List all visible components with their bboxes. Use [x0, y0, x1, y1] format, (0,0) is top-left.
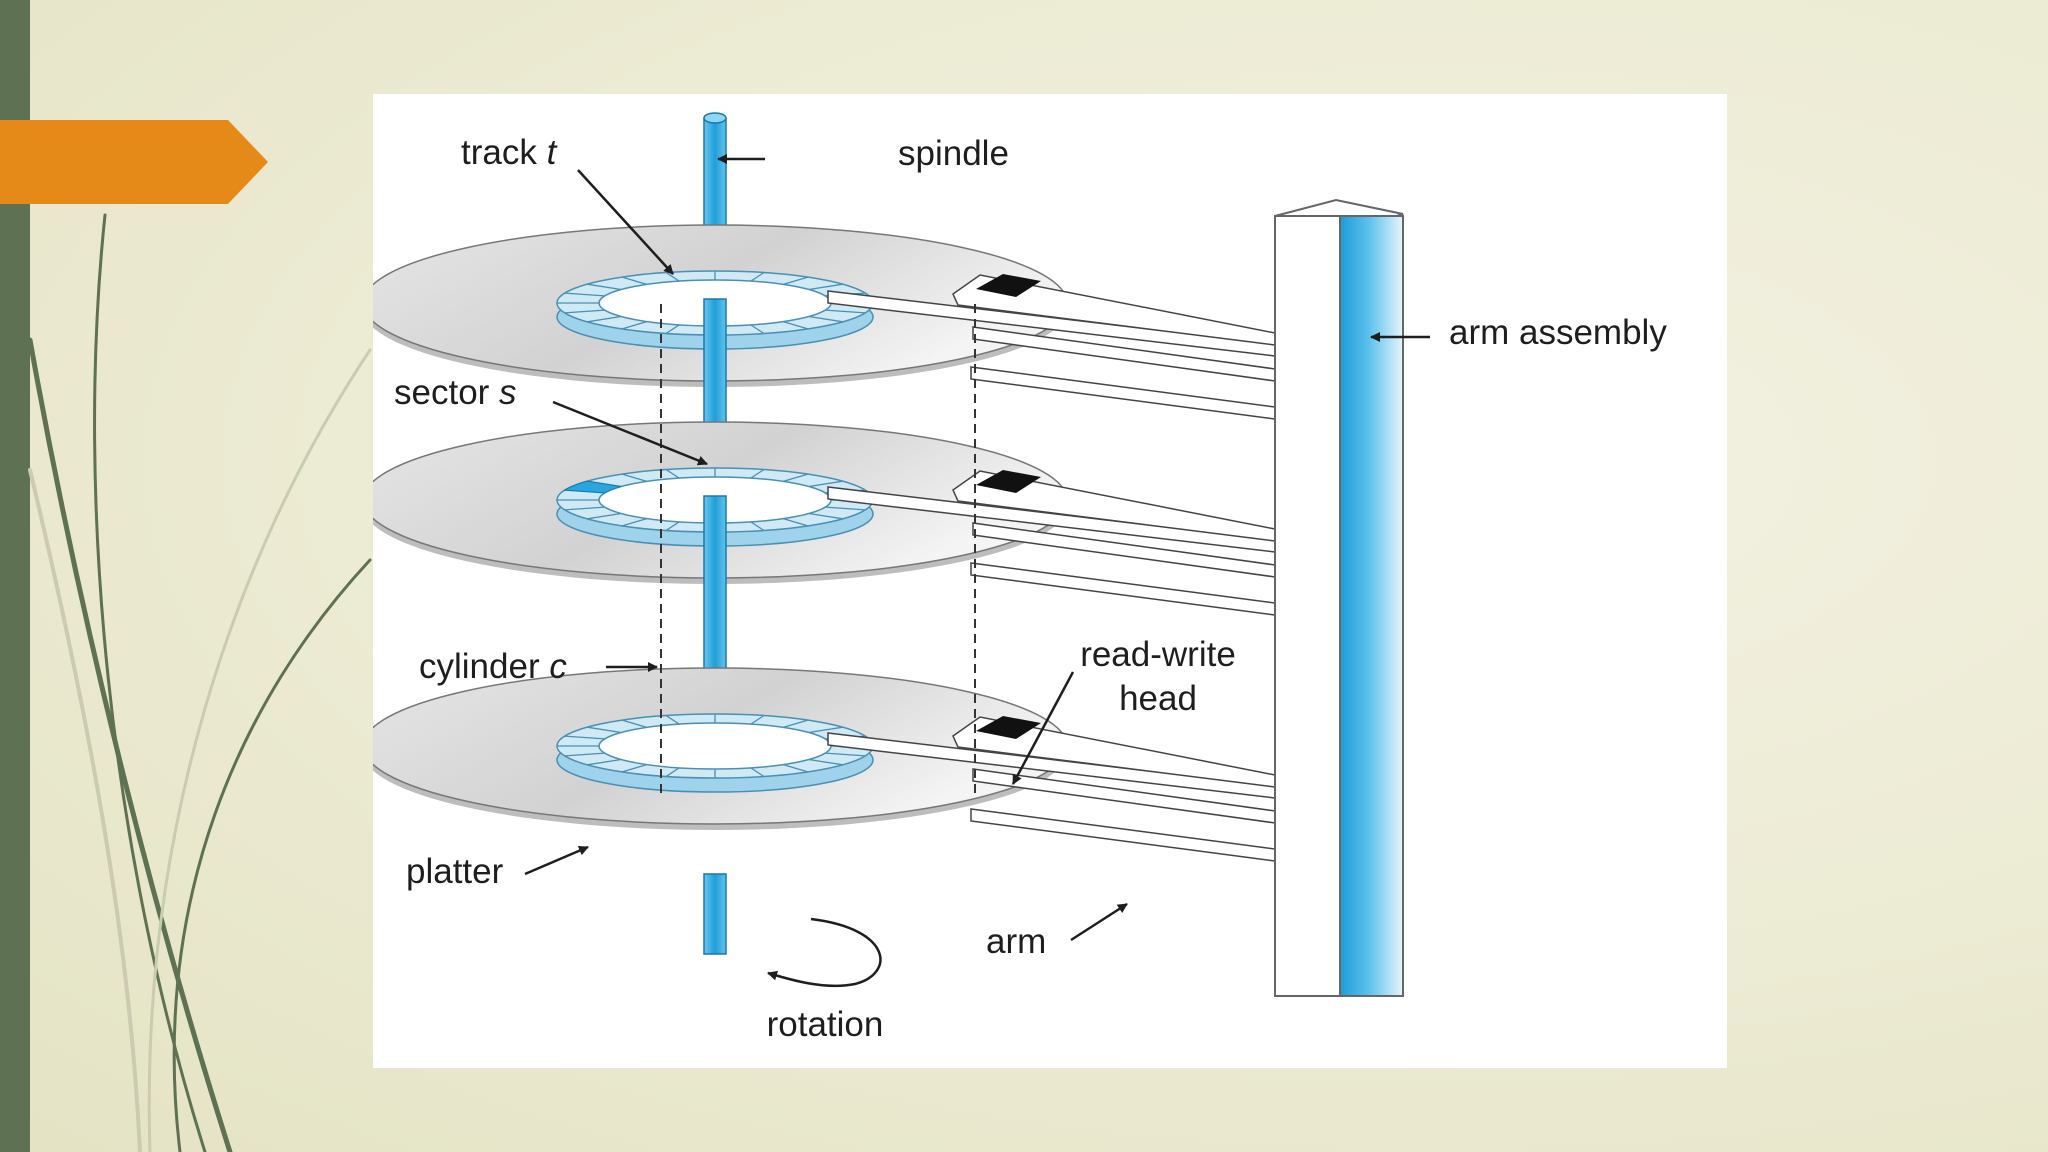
sector-divider — [750, 715, 765, 725]
sector-divider — [665, 324, 680, 334]
track-leader-arrow — [577, 169, 674, 275]
read-write-head — [976, 274, 1041, 297]
sector-divider — [825, 506, 866, 511]
sector-divider — [587, 283, 622, 291]
arm-assembly-label: arm assembly — [1449, 313, 1667, 352]
sector-divider — [750, 469, 765, 479]
sector-divider — [750, 324, 765, 334]
sector-divider — [564, 752, 605, 757]
cylinder-outline — [660, 304, 976, 794]
swoosh-line — [93, 213, 207, 1152]
platter-label: platter — [406, 852, 504, 891]
sector-divider — [808, 512, 843, 520]
read-write-head — [976, 470, 1041, 493]
sector-divider — [808, 758, 843, 766]
read-write-head — [976, 716, 1041, 739]
sector-divider — [808, 726, 843, 734]
sector-divider — [587, 315, 622, 323]
platter-leader-arrow — [524, 845, 589, 876]
sector-divider — [665, 767, 680, 777]
arm-assembly — [1274, 198, 1404, 997]
sector-divider — [750, 521, 765, 531]
sector-leader-arrow — [552, 400, 708, 466]
accent-arrow-tab — [0, 120, 268, 204]
sector-divider — [825, 752, 866, 757]
spindle-segment — [703, 873, 727, 955]
sector-divider — [750, 272, 765, 282]
sector-divider — [808, 283, 843, 291]
arm-label: arm — [986, 922, 1046, 961]
sector-divider — [782, 719, 809, 729]
sector-divider — [564, 735, 605, 740]
read-write-head-label-line1: read-write — [1080, 635, 1236, 674]
disk-diagram-panel: track t spindle arm assembly sector s cy… — [373, 94, 1727, 1068]
spindle-top-cap — [703, 112, 727, 124]
sector-label: sector s — [394, 373, 517, 412]
sector-divider — [564, 506, 605, 511]
sector-highlight — [563, 480, 622, 494]
sector-divider — [825, 309, 866, 314]
sector-divider — [782, 320, 809, 330]
sector-divider — [808, 315, 843, 323]
sector-divider — [782, 517, 809, 527]
sector-divider — [665, 521, 680, 531]
sector-divider — [750, 767, 765, 777]
sector-divider — [782, 763, 809, 773]
read-write-head-label-line2: head — [1119, 679, 1197, 718]
track-variable: t — [547, 133, 558, 172]
swoosh-line — [172, 558, 372, 1152]
sector-divider — [621, 320, 648, 330]
rotation-arrow — [767, 917, 882, 988]
arm-leader-arrow — [1070, 902, 1128, 942]
sector-divider — [564, 292, 605, 297]
read-write-head-leader-arrow — [1011, 671, 1075, 785]
cylinder-variable: c — [549, 647, 567, 686]
sector-divider — [808, 480, 843, 488]
cylinder-label: cylinder c — [419, 647, 567, 686]
sector-divider — [587, 726, 622, 734]
track-inner-edge — [598, 722, 832, 770]
sector-divider — [621, 276, 648, 286]
spindle-label: spindle — [898, 134, 1009, 173]
sector-divider — [782, 276, 809, 286]
platter-group — [373, 112, 1276, 955]
sector-divider — [621, 763, 648, 773]
sector-divider — [564, 309, 605, 314]
sector-divider — [621, 719, 648, 729]
sector-divider — [621, 473, 648, 483]
sector-divider — [782, 473, 809, 483]
sector-divider — [665, 469, 680, 479]
sector-divider — [665, 715, 680, 725]
swoosh-line — [147, 348, 372, 1152]
disk-diagram: track t spindle arm assembly sector s cy… — [373, 112, 1667, 1044]
sector-divider — [621, 517, 648, 527]
swoosh-line — [28, 468, 142, 1152]
rotation-label: rotation — [767, 1005, 884, 1044]
sector-variable: s — [499, 373, 517, 412]
track-label: track t — [461, 133, 558, 172]
sector-divider — [587, 512, 622, 520]
sector-divider — [587, 758, 622, 766]
